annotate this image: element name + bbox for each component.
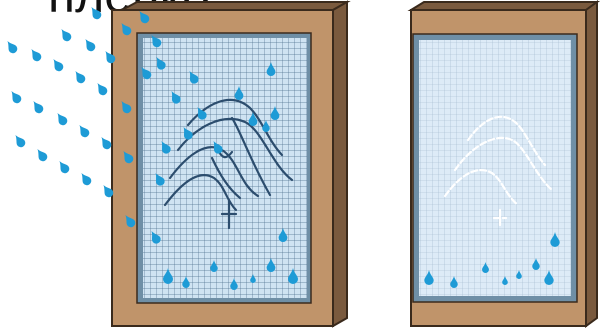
left-grid bbox=[143, 38, 307, 298]
left-frame-side-right bbox=[333, 2, 347, 326]
right-frame-side-right bbox=[586, 2, 597, 326]
right-frame-side bbox=[411, 2, 597, 10]
right-grid bbox=[419, 40, 571, 296]
left-frame-side bbox=[122, 2, 347, 10]
right-window bbox=[411, 2, 597, 326]
left-window bbox=[112, 2, 347, 326]
